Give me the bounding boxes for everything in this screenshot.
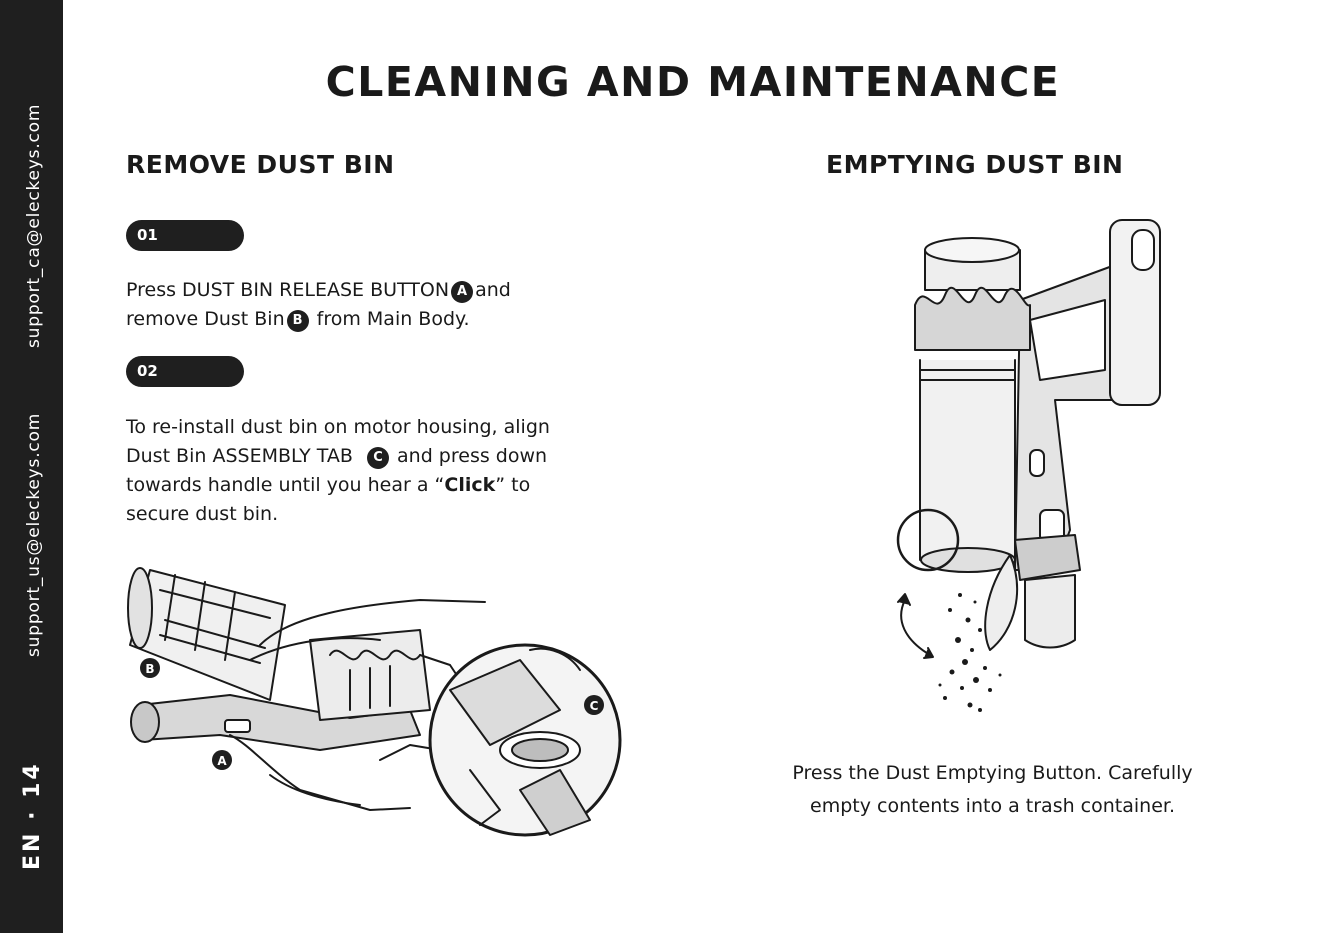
step-02-line2a: Dust Bin ASSEMBLY TAB	[126, 445, 353, 467]
open-lid-drawing	[984, 554, 1018, 651]
step-01-line2a: remove Dust Bin	[126, 308, 285, 330]
page-title: CLEANING AND MAINTENANCE	[325, 58, 1061, 106]
sidebar: support_ca@eleckeys.com support_us@eleck…	[0, 0, 63, 933]
label-c-marker: C	[584, 695, 604, 715]
step-02-line1: To re-install dust bin on motor housing,…	[126, 416, 550, 438]
label-b-text: B	[145, 662, 154, 676]
debris-drawing	[938, 593, 1002, 712]
remove-dust-bin-illustration: B A C	[127, 567, 622, 837]
step-02-line4: secure dust bin.	[126, 503, 279, 525]
zoom-detail	[449, 647, 591, 836]
caption-line2: empty contents into a trash container.	[810, 795, 1175, 817]
step-02-line3a: towards handle until you hear a “	[126, 474, 445, 496]
label-a-text: A	[217, 754, 227, 768]
support-email-us[interactable]: support_us@eleckeys.com	[24, 412, 44, 657]
step-02-line2b: and press down	[390, 445, 548, 467]
label-a-marker: A	[212, 750, 232, 770]
emptying-dust-bin-illustration	[896, 219, 1161, 712]
main-body-drawing	[130, 629, 431, 751]
emptying-button-highlight	[896, 508, 960, 572]
badge-b: B	[286, 310, 309, 332]
badge-c: C	[366, 447, 389, 469]
support-email-ca[interactable]: support_ca@eleckeys.com	[24, 103, 44, 348]
page-label: EN · 14	[20, 761, 45, 870]
dust-bin-cylinder	[914, 237, 1031, 573]
remove-dust-bin-title: REMOVE DUST BIN	[126, 150, 395, 179]
label-c-text: C	[590, 699, 599, 713]
step-01-pill: 01	[126, 220, 244, 251]
emptying-caption: Press the Dust Emptying Button. Carefull…	[730, 757, 1255, 823]
step-02-pill: 02	[126, 356, 244, 387]
step-01-line1a: Press DUST BIN RELEASE BUTTON	[126, 279, 450, 301]
badge-a: A	[451, 281, 474, 303]
emptying-dust-bin-title: EMPTYING DUST BIN	[826, 150, 1124, 179]
step-02-line3b: ” to	[495, 474, 531, 496]
label-b-marker: B	[140, 658, 160, 678]
step-02-text: To re-install dust bin on motor housing,…	[126, 413, 550, 529]
step-01-line1b: and	[475, 279, 511, 301]
caption-line1: Press the Dust Emptying Button. Carefull…	[792, 762, 1193, 784]
step-01-line2b: from Main Body.	[310, 308, 470, 330]
click-word: Click	[444, 474, 496, 496]
vacuum-handle-drawing	[1014, 219, 1161, 571]
dust-bin-drawing	[127, 567, 286, 701]
rotation-arrow-icon	[897, 593, 934, 659]
cyclone-base-drawing	[1014, 534, 1081, 649]
